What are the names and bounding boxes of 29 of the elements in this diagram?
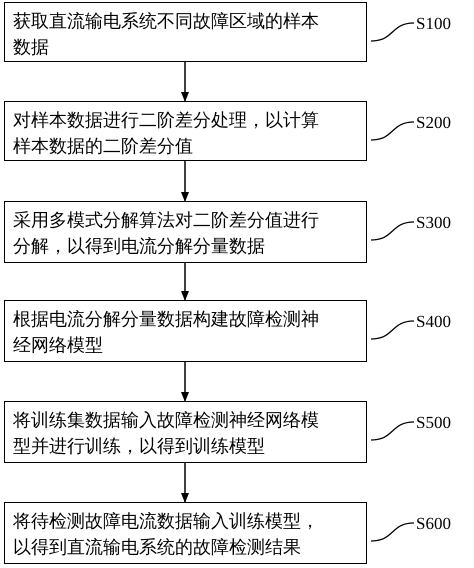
leader-line [370,320,414,340]
process-box [4,401,367,463]
step-text: 采用多模式分解算法对二阶差分值进行分解，以得到电流分解分量数据 [13,209,320,259]
leader-line [370,421,414,441]
process-box [4,2,367,62]
step-label: S200 [416,113,460,133]
leader-line [370,221,414,241]
leader-line [370,22,414,42]
arrow [181,161,189,202]
arrow [181,263,189,301]
step-text: 对样本数据进行二阶差分处理，以计算样本数据的二阶差分值 [13,109,320,159]
process-box [4,201,367,263]
process-box [4,502,367,564]
process-box [4,101,367,161]
leader-line [370,121,414,141]
leader-line [370,522,414,542]
step-label: S500 [416,413,460,433]
step-text: 将待检测故障电流数据输入训练模型，以得到直流输电系统的故障检测结果 [13,510,320,560]
arrow [181,62,189,102]
step-label: S600 [416,514,460,534]
step-text: 获取直流输电系统不同故障区域的样本数据 [13,10,320,60]
step-label: S100 [416,14,460,34]
process-box [4,300,367,362]
arrow [181,362,189,402]
step-text: 根据电流分解分量数据构建故障检测神经网络模型 [13,308,320,358]
step-text: 将训练集数据输入故障检测神经网络模型并进行训练，以得到训练模型 [13,409,320,459]
step-label: S300 [416,213,460,233]
step-label: S400 [416,312,460,332]
arrow [181,463,189,503]
